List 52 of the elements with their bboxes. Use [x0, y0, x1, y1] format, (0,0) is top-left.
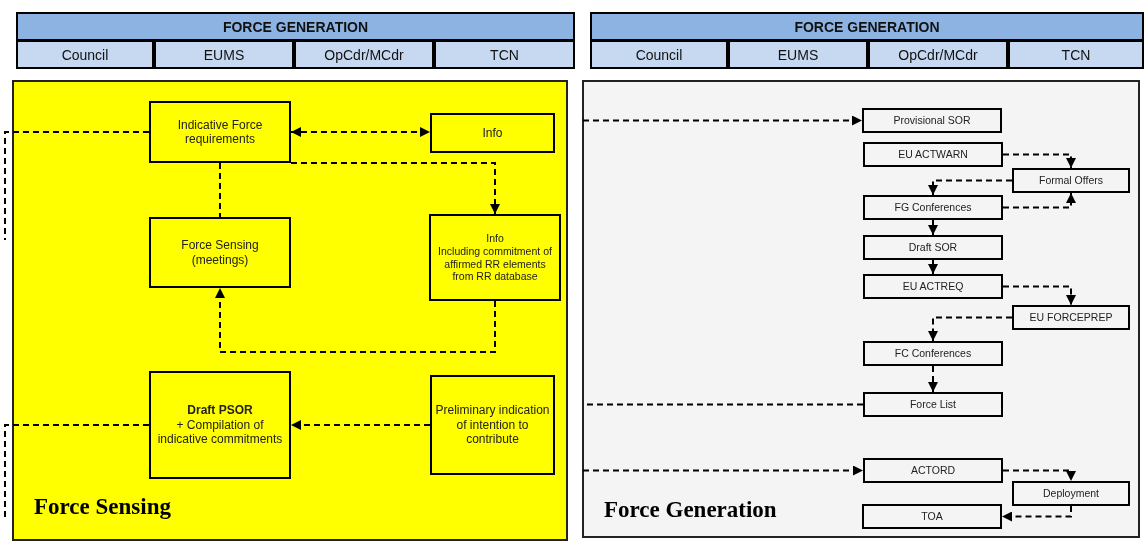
panel-title: Force Generation [604, 497, 777, 523]
process-box: EU ACTREQ [863, 274, 1003, 299]
arrow [1001, 505, 1072, 522]
panel-title: Force Sensing [34, 494, 171, 520]
process-box: ACTORD [863, 458, 1003, 483]
table-cell: EUMS [728, 40, 868, 69]
process-box: Info [430, 113, 555, 153]
table-cell: TCN [434, 40, 575, 69]
process-box: Draft SOR [863, 235, 1003, 260]
process-box: Deployment [1012, 481, 1130, 506]
process-box: Provisional SOR [862, 108, 1002, 133]
process-box: FG Conferences [863, 195, 1003, 220]
process-box [149, 371, 291, 479]
box-heading: Draft PSOR [187, 403, 253, 418]
process-box: FC Conferences [863, 341, 1003, 366]
swimlane-panel [582, 80, 1140, 538]
process-box: Force Sensing (meetings) [149, 217, 291, 288]
table-header: FORCE GENERATION [16, 12, 575, 41]
process-box: EU ACTWARN [863, 142, 1003, 167]
arrow [1002, 153, 1076, 169]
arrow [290, 127, 431, 137]
process-box: Preliminary indication of intention to contribute [430, 375, 555, 475]
arrow [215, 287, 496, 353]
box-heading: Info [486, 232, 504, 245]
table-cell: Council [16, 40, 154, 69]
arrow [290, 420, 431, 430]
process-box: Force List [863, 392, 1003, 417]
table-cell: EUMS [154, 40, 294, 69]
process-box: Indicative Force requirements [149, 101, 291, 163]
table-cell: OpCdr/MCdr [868, 40, 1008, 69]
process-box: TOA [862, 504, 1002, 529]
arrow [928, 219, 938, 236]
arrow [582, 115, 863, 126]
table-header: FORCE GENERATION [590, 12, 1144, 41]
table-cell: Council [590, 40, 728, 69]
process-box: EU FORCEPREP [1012, 305, 1130, 330]
arrow [928, 316, 1013, 342]
swimlane-panel [12, 80, 568, 541]
arrow [290, 162, 500, 215]
table-cell: OpCdr/MCdr [294, 40, 434, 69]
arrow [928, 365, 938, 393]
arrow [1002, 285, 1076, 306]
arrow [928, 179, 1013, 196]
process-box: Formal Offers [1012, 168, 1130, 193]
box-text: Including commitment of affirmed RR elements from RR database [437, 244, 553, 283]
arrow [1002, 192, 1076, 209]
process-box [429, 214, 561, 301]
arrow [582, 465, 864, 476]
box-text: + Compilation of indicative commitments [156, 417, 284, 447]
table-cell: TCN [1008, 40, 1144, 69]
arrow [928, 259, 938, 275]
arrow [1002, 469, 1076, 482]
